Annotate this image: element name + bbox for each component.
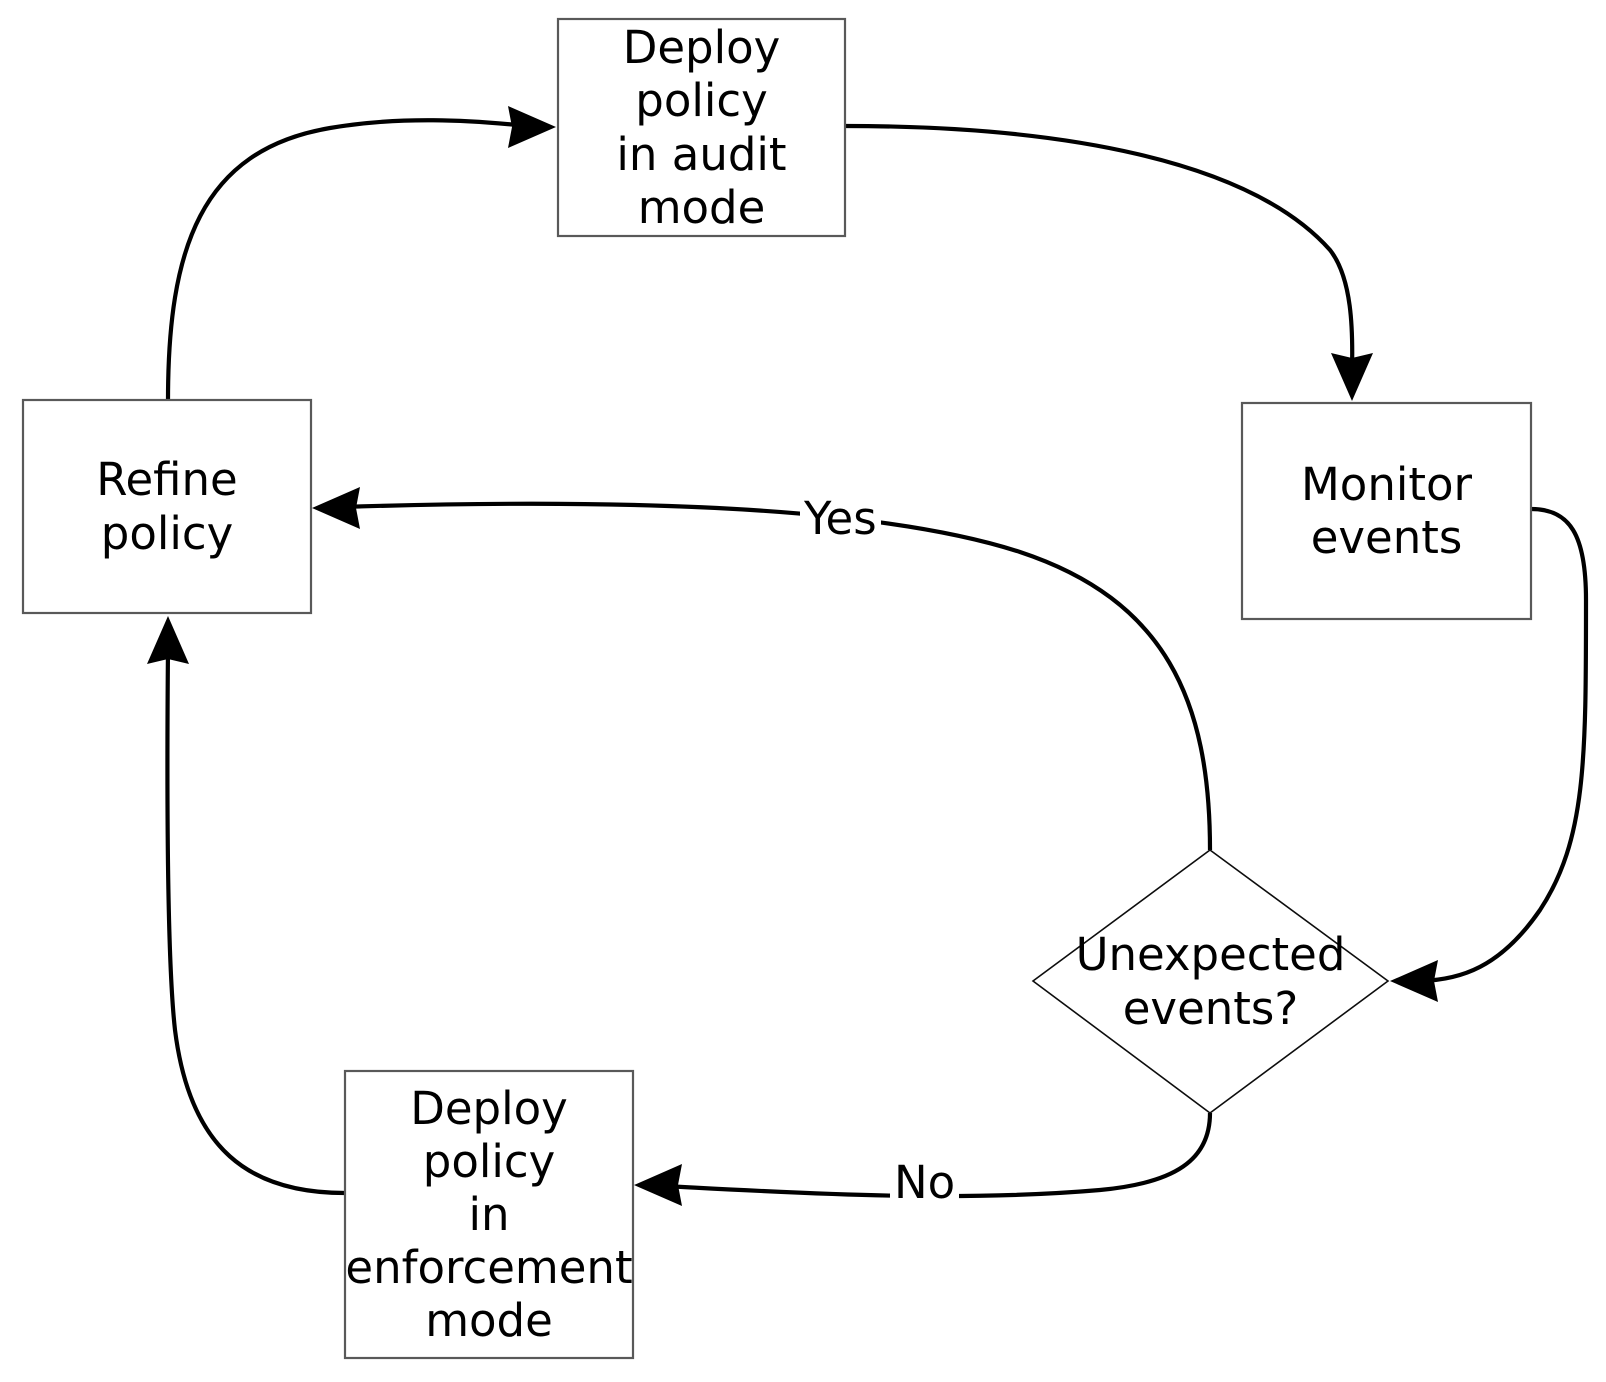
edge-path-monitor-to-decision [1419,506,1589,984]
edge-audit-to-monitor [845,123,1373,401]
edge-path-decision-no-to-enforcement [663,1112,1213,1199]
edge-path-refine-to-audit [165,118,528,401]
arrowhead-into-monitor-events [1331,353,1373,401]
edge-refine-to-audit [165,106,556,401]
node-unexpected-events-decision[interactable] [1031,849,1390,1114]
edge-enforcement-to-refine [147,616,346,1196]
arrowhead-into-refine-policy-yes [312,487,360,529]
edge-monitor-to-decision [1390,506,1589,1002]
arrowhead-into-deploy-audit [508,106,556,148]
edge-label-yes: Yes [800,496,881,541]
edge-path-audit-to-monitor [845,123,1355,371]
edge-path-enforcement-to-refine [165,647,346,1196]
edge-path-decision-yes-to-refine [341,501,1213,851]
arrowhead-into-refine-policy-bottom [147,616,189,664]
arrowhead-into-deploy-enforcement [634,1164,682,1206]
node-refine-policy[interactable] [21,398,313,615]
node-monitor-events[interactable] [1240,401,1533,621]
arrowhead-into-unexpected-events [1390,960,1438,1002]
edge-decision-yes-to-refine [312,487,1213,851]
node-deploy-policy-audit-mode[interactable] [556,17,847,238]
edge-label-no: No [890,1160,960,1205]
node-deploy-policy-enforcement-mode[interactable] [343,1069,635,1360]
edge-decision-no-to-enforcement [634,1112,1213,1206]
